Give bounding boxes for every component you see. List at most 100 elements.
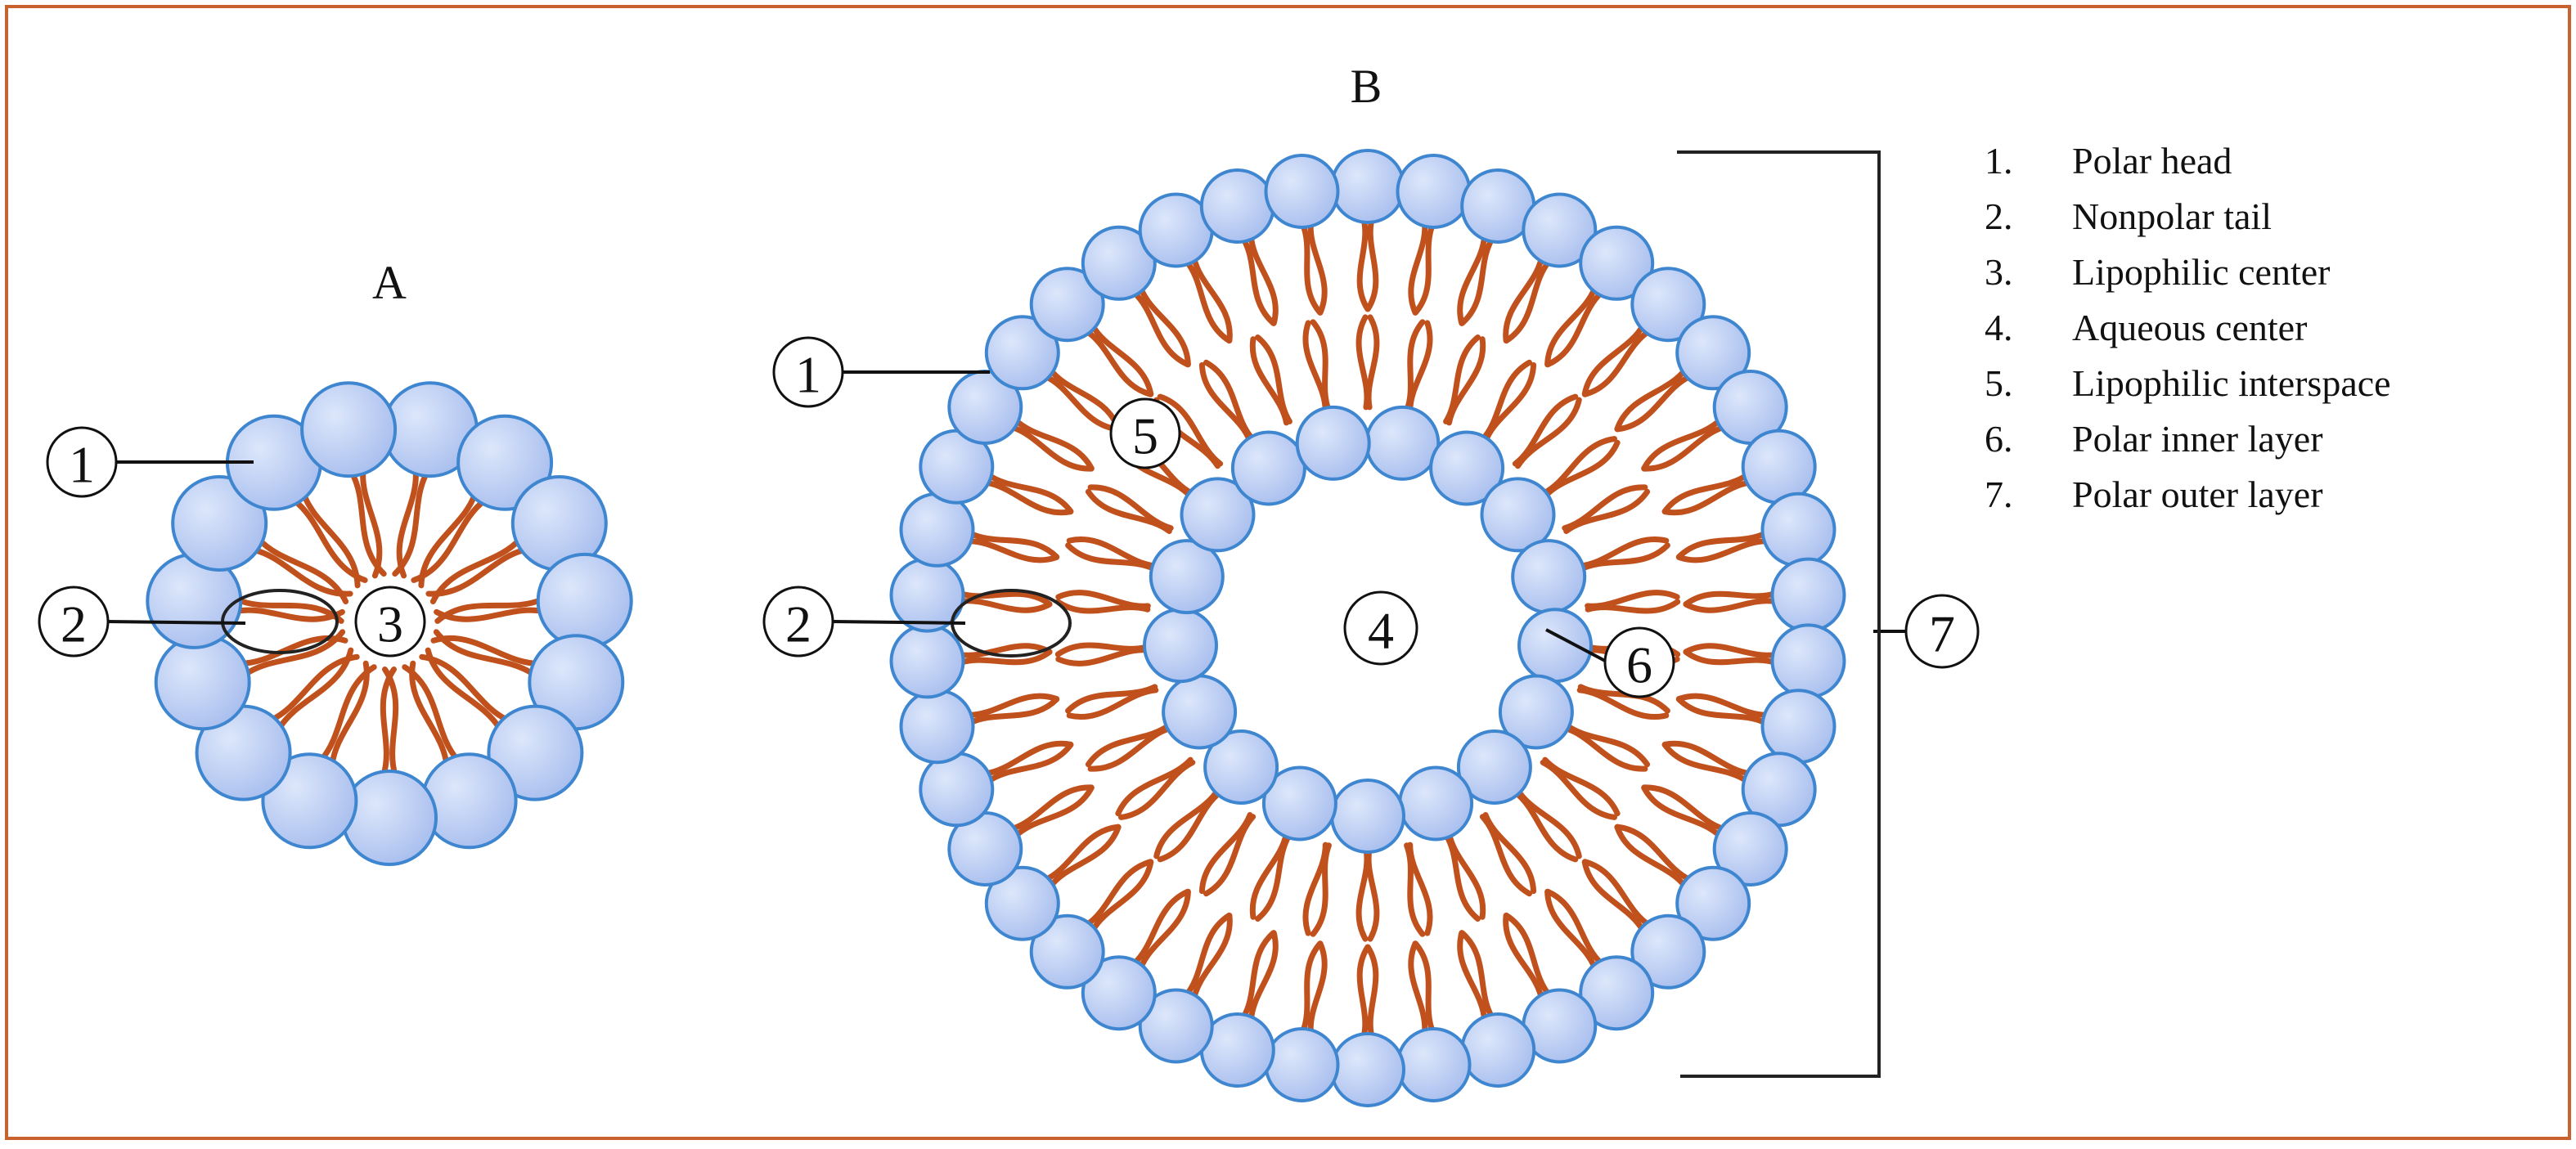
callout-b1-number: 1 bbox=[795, 346, 821, 404]
inner-leaflet-tail bbox=[1203, 359, 1257, 442]
outer-leaflet-tail bbox=[957, 590, 1053, 608]
inner-polar-head bbox=[1295, 405, 1371, 481]
outer-leaflet-tail bbox=[1009, 424, 1095, 472]
micelle-tail bbox=[329, 660, 370, 768]
panel-label-b: B bbox=[1351, 60, 1382, 113]
inner-leaflet-tail bbox=[1585, 599, 1681, 614]
inner-leaflet-tail bbox=[1302, 842, 1328, 936]
outer-leaflet-tail bbox=[1503, 912, 1552, 998]
inner-leaflet-tail bbox=[1355, 846, 1370, 942]
outer-leaflet-tail bbox=[1184, 912, 1233, 998]
outer-leaflet-tail bbox=[1364, 944, 1379, 1040]
outer-leaflet-tail bbox=[967, 696, 1060, 726]
outer-leaflet-tail bbox=[1408, 220, 1428, 316]
legend: 1. Polar head 2. Nonpolar tail 3. Lipoph… bbox=[1985, 140, 2391, 515]
micelle-tail bbox=[425, 647, 503, 732]
callout-b6-number: 6 bbox=[1626, 636, 1652, 694]
inner-leaflet-tail bbox=[1054, 642, 1151, 658]
micelle-tail bbox=[430, 635, 541, 667]
outer-leaflet-tail bbox=[1544, 888, 1598, 972]
outer-leaflet-tail bbox=[1581, 322, 1646, 397]
micelle-tail bbox=[238, 635, 348, 667]
outer-leaflet-tail bbox=[982, 740, 1074, 777]
outer-polar-head bbox=[1760, 491, 1836, 568]
outer-leaflet-tail bbox=[1047, 366, 1122, 433]
inner-polar-head bbox=[1364, 405, 1441, 481]
inner-polar-head bbox=[1261, 765, 1337, 842]
micelle-tails bbox=[232, 467, 546, 779]
outer-leaflet-tail bbox=[967, 530, 1060, 560]
outer-leaflet-tail bbox=[1364, 216, 1379, 312]
inner-polar-head bbox=[1203, 729, 1279, 805]
outer-polar-head bbox=[1630, 913, 1706, 990]
outer-leaflet-tail bbox=[1131, 888, 1191, 967]
outer-polar-head bbox=[1760, 689, 1836, 765]
outer-polar-head bbox=[1138, 988, 1214, 1064]
micelle-tail bbox=[433, 629, 537, 678]
callout-b7-number: 7 bbox=[1929, 605, 1955, 663]
legend-number-5: 5. bbox=[1985, 362, 2013, 404]
legend-text-6: Polar inner layer bbox=[2072, 418, 2323, 460]
legend-text-4: Aqueous center bbox=[2072, 307, 2307, 348]
inner-leaflet-tail bbox=[1157, 393, 1224, 467]
outer-leaflet-tail bbox=[1661, 472, 1751, 514]
micelle-head bbox=[536, 552, 633, 649]
outer-polar-head bbox=[1770, 557, 1846, 633]
micelle-tail bbox=[418, 491, 479, 589]
inner-leaflet-tail bbox=[1563, 488, 1651, 534]
micelle-tail bbox=[300, 491, 361, 589]
legend-text-2: Nonpolar tail bbox=[2072, 195, 2272, 237]
outer-leaflet-tail bbox=[1675, 696, 1769, 726]
leader-line-a2 bbox=[106, 620, 246, 625]
micelle-head bbox=[487, 704, 584, 801]
inner-leaflet-tail bbox=[1407, 320, 1433, 415]
outer-leaflet-tail bbox=[1582, 859, 1652, 928]
outer-leaflet-tail bbox=[1138, 888, 1191, 972]
micelle-head bbox=[171, 475, 268, 572]
outer-leaflet-tail bbox=[1459, 236, 1495, 326]
legend-number-7: 7. bbox=[1985, 474, 2013, 515]
figure-frame bbox=[5, 5, 2571, 1140]
outer-polar-head bbox=[1630, 267, 1706, 343]
outer-polar-head bbox=[1579, 225, 1655, 301]
inner-polar-head bbox=[1330, 779, 1405, 854]
micelle-tail bbox=[402, 664, 461, 763]
outer-leaflet-tail bbox=[1641, 424, 1727, 472]
outer-leaflet-tail bbox=[1614, 824, 1693, 883]
legend-number-4: 4. bbox=[1985, 307, 2013, 348]
outer-polar-head bbox=[1081, 225, 1157, 301]
outer-leaflet-tail bbox=[1300, 221, 1324, 316]
outer-polar-head bbox=[1579, 955, 1655, 1031]
outer-leaflet-tail bbox=[1683, 590, 1778, 608]
callout-b4: 4 bbox=[1343, 590, 1418, 666]
inner-polar-head bbox=[1480, 477, 1556, 553]
callout-b7: 7 bbox=[1904, 594, 1980, 669]
outer-leaflet-tail bbox=[957, 649, 1053, 666]
micelle-tail bbox=[380, 667, 397, 779]
outer-polar-head bbox=[984, 865, 1060, 941]
outer-leaflet-tail bbox=[1191, 913, 1233, 1002]
outer-polar-head bbox=[1522, 192, 1598, 268]
inner-leaflet-tail bbox=[1482, 361, 1537, 444]
callout-b2: 2 bbox=[762, 586, 834, 658]
micelle-head bbox=[456, 414, 554, 511]
outer-polar-head bbox=[899, 689, 975, 765]
outer-leaflet-tail bbox=[1675, 538, 1771, 563]
inner-leaflet-tail bbox=[1540, 759, 1617, 820]
micelle-tail bbox=[242, 629, 346, 678]
outer-leaflet-tail bbox=[985, 742, 1074, 784]
micelle-head bbox=[261, 752, 358, 850]
callout-b5-number: 5 bbox=[1132, 407, 1158, 465]
outer-leaflet-tail bbox=[1307, 220, 1328, 316]
outer-leaflet-tail bbox=[1503, 913, 1544, 1002]
panel-label-a: A bbox=[372, 256, 407, 309]
outer-leaflet-tail bbox=[1013, 784, 1095, 839]
inner-leaflet-tail bbox=[1446, 336, 1486, 426]
outer-leaflet-tail bbox=[1683, 643, 1779, 658]
inner-polar-head bbox=[1517, 608, 1593, 684]
outer-leaflet-tail bbox=[1614, 366, 1688, 433]
inner-leaflet-tail bbox=[1562, 725, 1648, 772]
outer-leaflet-tail bbox=[1412, 221, 1436, 316]
outer-leaflet-tail bbox=[1544, 888, 1605, 967]
micelle-tail bbox=[396, 467, 419, 579]
